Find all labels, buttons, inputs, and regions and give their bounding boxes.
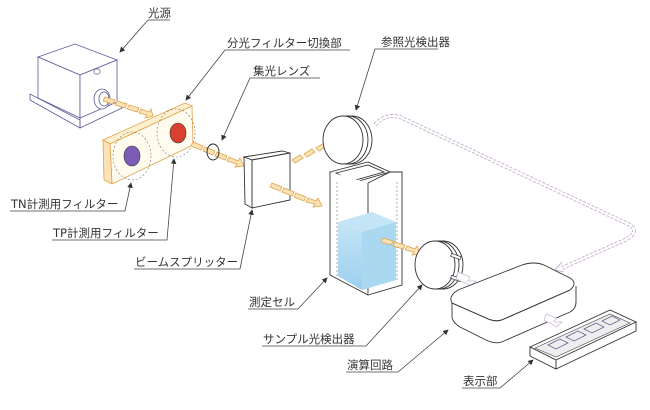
label-light-source: 光源 xyxy=(148,6,171,20)
label-filter-switcher: 分光フィルター切換部 xyxy=(227,36,342,50)
label-condenser-lens: 集光レンズ xyxy=(253,64,310,78)
label-measurement-cell: 測定セル xyxy=(249,295,295,309)
tp-filter xyxy=(169,122,187,144)
condenser-lens xyxy=(206,143,220,161)
light-source xyxy=(29,43,123,129)
leader-condenser-lens xyxy=(221,77,320,141)
leader-tn-filter xyxy=(10,182,133,212)
leader-beam-splitter xyxy=(134,209,254,270)
leader-tp-filter xyxy=(52,158,177,241)
beam-splitter xyxy=(242,150,291,209)
filter-switcher xyxy=(102,102,196,185)
leader-filter-switcher xyxy=(185,49,350,101)
measurement-cell xyxy=(328,161,403,296)
beam-filter-to-splitter xyxy=(190,141,245,168)
display-unit xyxy=(528,309,638,370)
label-beam-splitter: ビームスプリッター xyxy=(135,255,238,269)
leader-light-source xyxy=(119,19,170,53)
leader-display xyxy=(462,359,534,389)
leader-measurement-cell xyxy=(248,277,328,310)
sample-detector xyxy=(414,240,464,290)
label-display: 表示部 xyxy=(463,374,498,388)
beam-cell-to-sample xyxy=(380,237,422,256)
beam-splitter-to-cell xyxy=(269,182,323,208)
leader-computing-circuit xyxy=(346,329,449,373)
tn-filter xyxy=(123,145,141,167)
label-reference-detector: 参照光検出器 xyxy=(381,35,450,49)
signal-circuit-to-display xyxy=(543,313,563,328)
computing-circuit xyxy=(450,262,577,344)
label-tn-filter: TN計測用フィルター xyxy=(10,197,118,211)
leader-sample-detector xyxy=(262,284,423,347)
beam-source-to-filter xyxy=(102,96,154,119)
label-tp-filter: TP計測用フィルター xyxy=(52,226,159,240)
leader-reference-detector xyxy=(354,48,438,111)
signal-line-reference xyxy=(373,114,636,270)
label-computing-circuit: 演算回路 xyxy=(347,358,393,372)
reference-detector xyxy=(322,115,373,165)
signal-sample-to-circuit xyxy=(455,271,477,287)
label-sample-detector: サンプル光検出器 xyxy=(263,332,355,346)
